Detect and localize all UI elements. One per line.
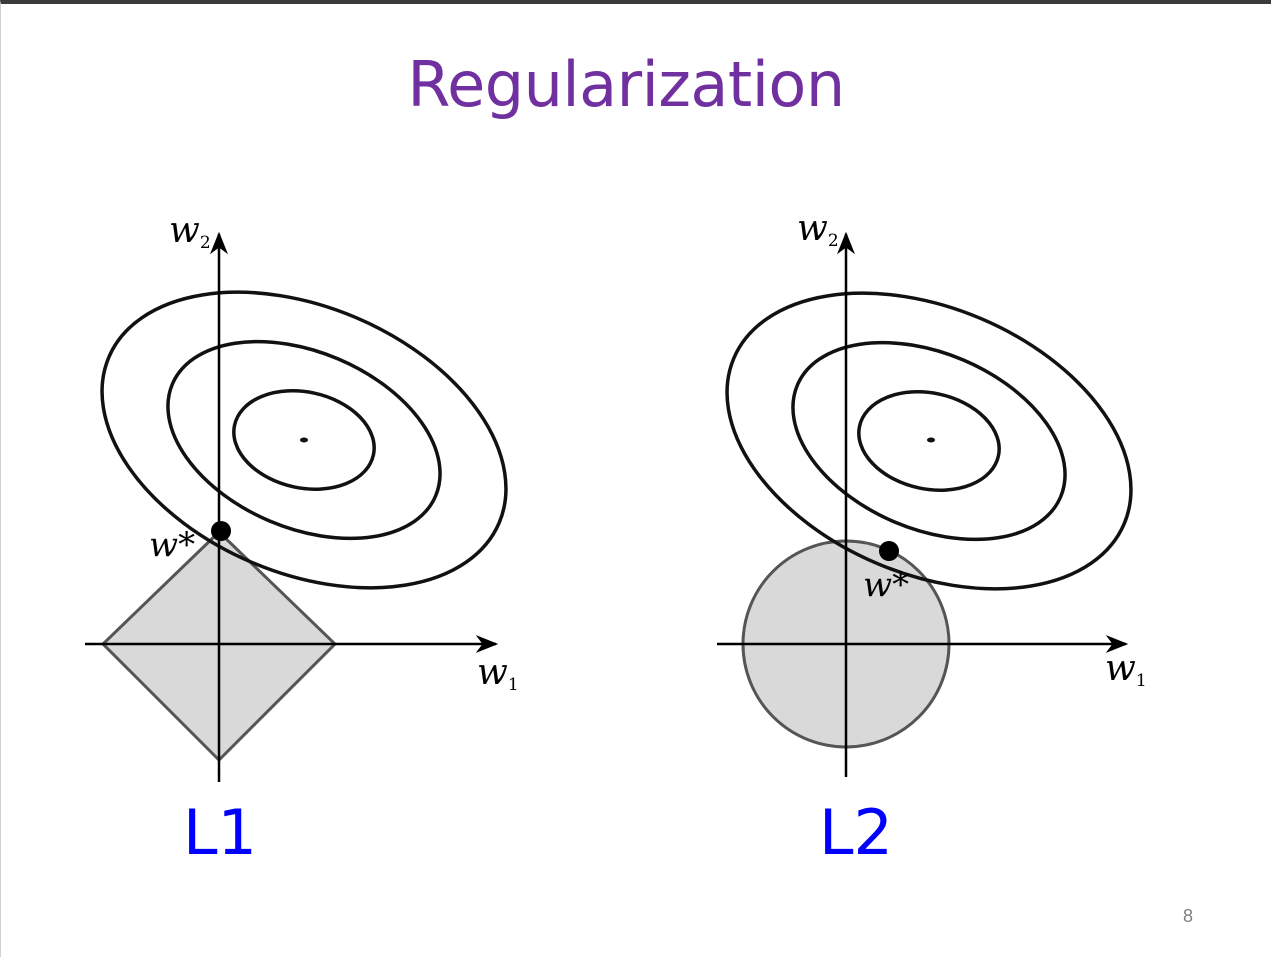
l1-panel: w2 w1 w* (85, 210, 519, 782)
l1-optimum-point (211, 521, 231, 541)
l2-loss-contours (725, 291, 1133, 591)
l1-contour-outer (100, 290, 508, 590)
page-number: 8 (1182, 906, 1193, 926)
l1-w2-axis-label: w2 (169, 210, 211, 253)
slide-title: Regularization (407, 48, 845, 121)
l1-optimum-label: w* (149, 525, 195, 565)
l2-panel: w2 w1 w* (717, 208, 1147, 777)
l2-optimum-label: w* (863, 565, 909, 605)
l2-method-label: L2 (819, 796, 893, 869)
l1-contour-inner (232, 389, 376, 491)
l2-contour-middle (791, 340, 1067, 542)
l1-w1-axis-label: w1 (477, 652, 519, 695)
l2-contour-inner (857, 390, 1001, 492)
l2-w2-axis-label: w2 (797, 208, 839, 251)
l1-loss-contours (100, 290, 508, 590)
l2-optimum-point (879, 541, 899, 561)
l1-contour-middle (166, 339, 442, 541)
l2-contour-outer (725, 291, 1133, 591)
l2-w1-axis-label: w1 (1105, 648, 1147, 691)
l1-contour-center (300, 437, 308, 443)
regularization-diagram: w2 w1 w* w2 w1 w* (85, 208, 1147, 782)
l2-contour-center (927, 437, 935, 443)
l1-method-label: L1 (183, 796, 257, 869)
